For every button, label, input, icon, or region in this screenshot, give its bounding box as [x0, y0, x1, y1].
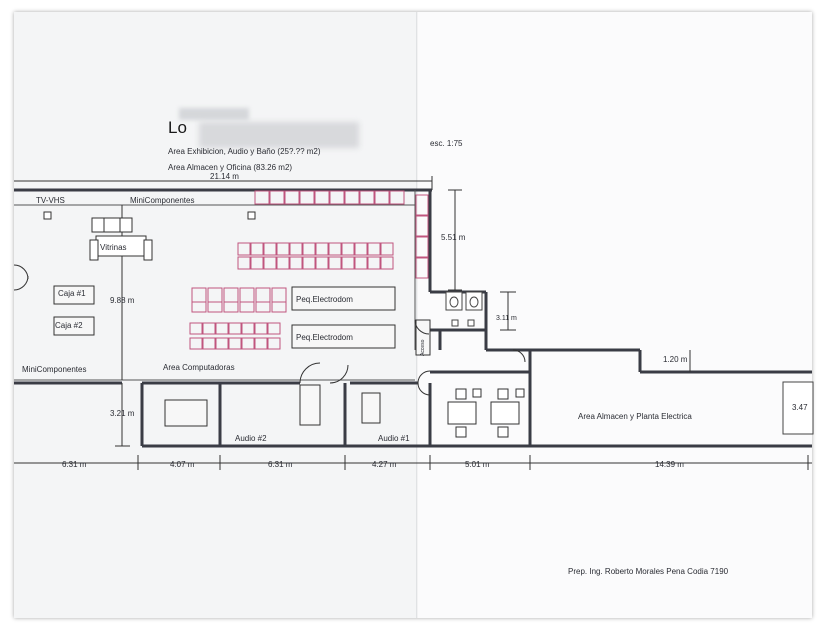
vitrinas-furniture [43, 211, 256, 261]
caja-1-label: Caja #1 [58, 289, 86, 298]
paper-sheet [14, 12, 812, 618]
bottom-dim-5: 5.01 m [465, 460, 490, 469]
area-line-2: Area Almacen y Oficina (83.26 m2) [168, 163, 292, 172]
lower-height-label: 3.21 m [110, 409, 135, 418]
right-end-label: 3.47 [792, 403, 808, 412]
left-dimension-lines [115, 205, 130, 447]
exterior-walls [14, 188, 812, 448]
area-computadoras-label: Area Computadoras [163, 363, 235, 372]
area-line-1: Area Exhibicion, Audio y Baño (25?.?? m2… [168, 147, 321, 156]
bottom-dimension-line [14, 455, 812, 470]
generator-box [782, 381, 814, 435]
top-shelves [254, 190, 429, 279]
peq-electrodom-1-label: Peq.Electrodom [296, 295, 353, 304]
bottom-dim-6: 14.39 m [655, 460, 684, 469]
peq-electrodom-2-label: Peq.Electrodom [296, 333, 353, 342]
minicomponentes-left-label: MiniComponentes [22, 365, 86, 374]
top-dimension-line [14, 176, 433, 190]
door-swings [13, 264, 526, 396]
paper-fold [416, 12, 418, 618]
wc-fixtures [445, 291, 483, 327]
right-dimension-lines [448, 189, 691, 372]
center-shelves [237, 242, 394, 270]
wc-height-label: 3.11 m [496, 315, 517, 322]
office-desks [447, 388, 525, 438]
interior-lines [14, 190, 416, 381]
author-credit: Prep. Ing. Roberto Morales Pena Codia 71… [568, 567, 729, 576]
audio-1-label: Audio #1 [378, 434, 410, 443]
paper-right-half [418, 12, 812, 618]
bottom-dim-1: 6.31 m [62, 460, 87, 469]
area-almacen-label: Area Almacen y Planta Electrica [578, 412, 692, 421]
scale-label: esc. 1:75 [430, 139, 463, 148]
audio-2-label: Audio #2 [235, 434, 267, 443]
minicomponentes-top-label: MiniComponentes [130, 196, 194, 205]
bottom-dim-2: 4.07 m [170, 460, 195, 469]
blurred-title-remainder [199, 122, 359, 148]
blurred-heading [179, 108, 249, 120]
right-wing-walls [430, 290, 812, 446]
right-height-label: 5.51 m [441, 233, 466, 242]
counters [53, 285, 431, 427]
caja-2-label: Caja #2 [55, 321, 83, 330]
peq-shelves [189, 287, 287, 350]
acceso-label: Acceso [420, 339, 426, 356]
top-width-label: 21.14 m [210, 172, 239, 181]
main-height-label: 9.88 m [110, 296, 135, 305]
vitrinas-label: Vitrinas [100, 243, 127, 252]
bottom-dim-4: 4.27 m [372, 460, 397, 469]
tv-vhs-label: TV-VHS [36, 196, 65, 205]
bottom-dim-3: 6.31 m [268, 460, 293, 469]
plan-title: Lo [168, 118, 187, 137]
almacen-step-label: 1.20 m [663, 355, 688, 364]
